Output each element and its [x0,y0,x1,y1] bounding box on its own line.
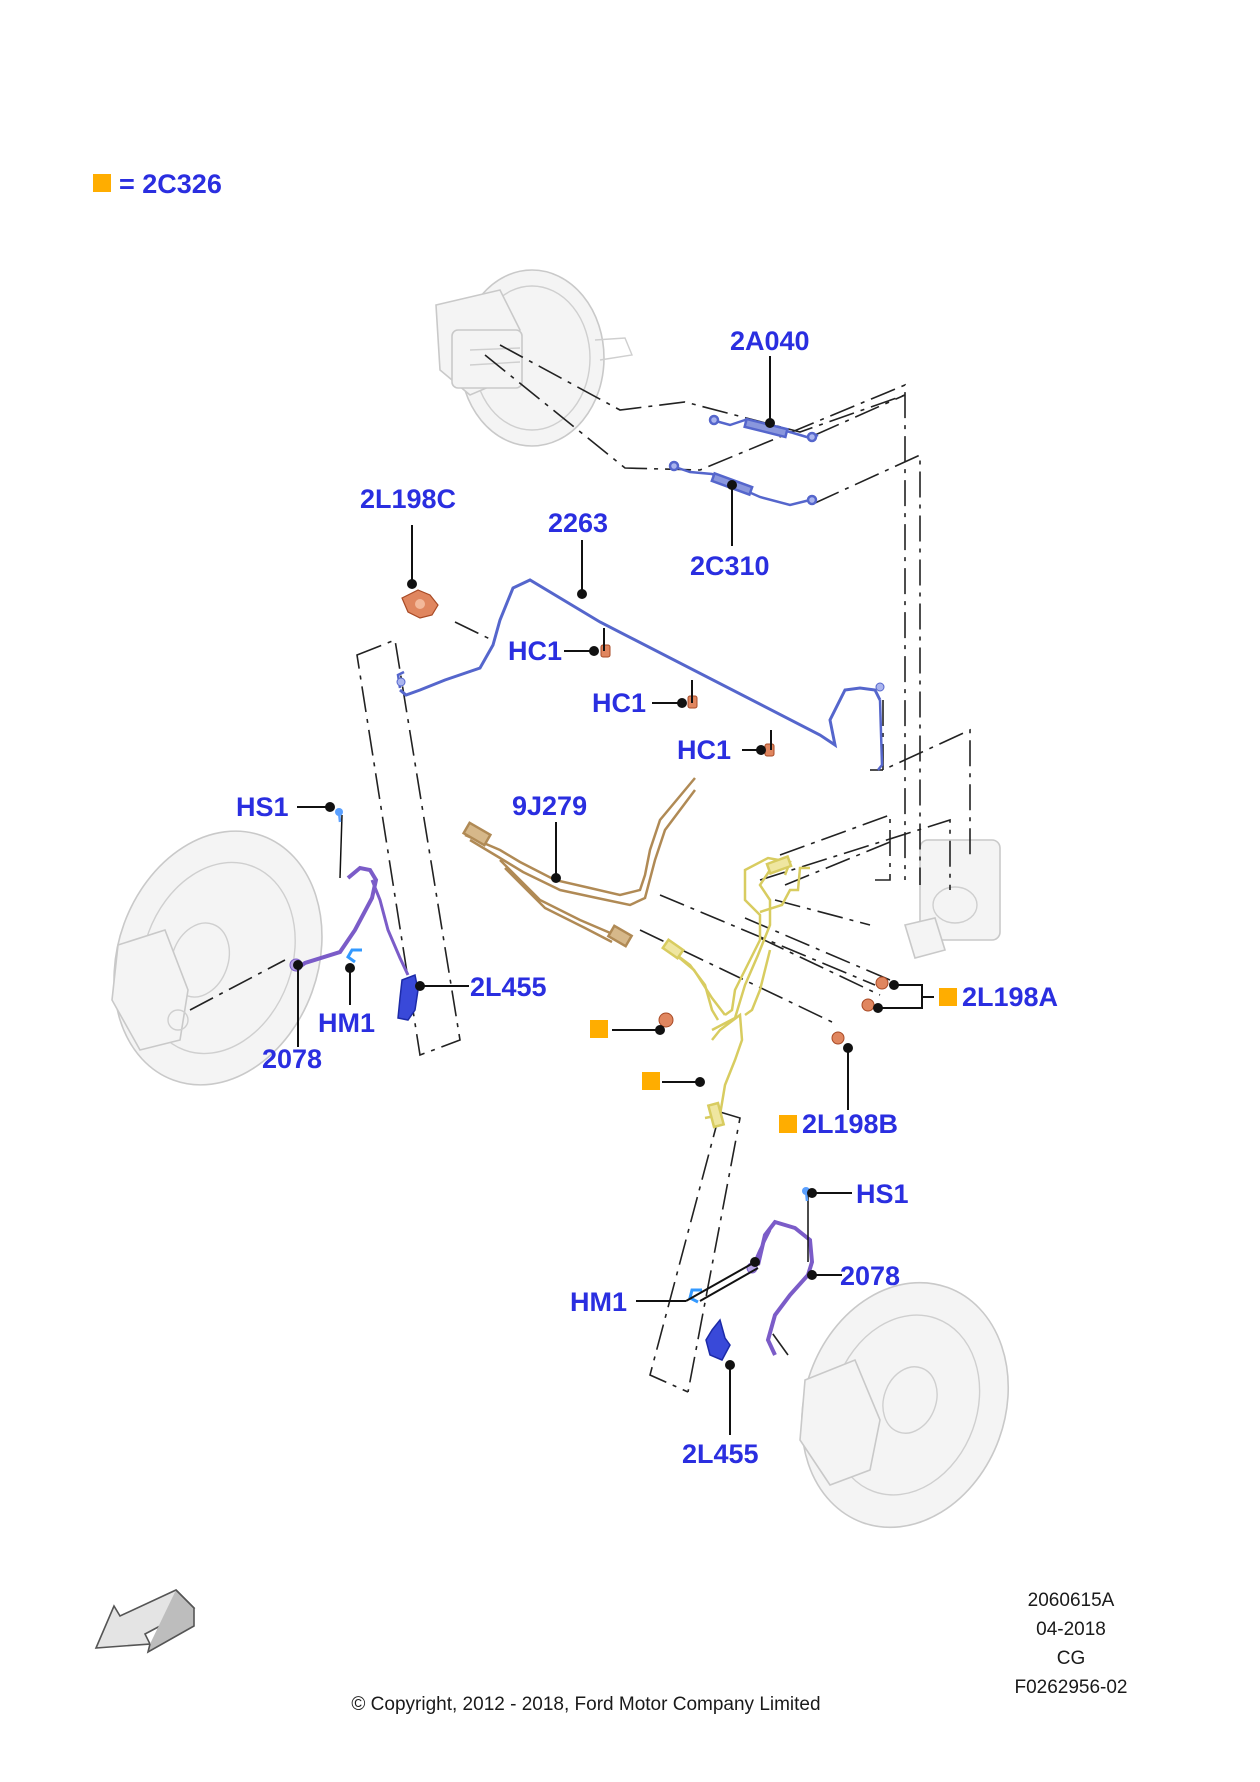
label-2L455: 2L455 [470,972,547,1002]
label-2263: 2263 [548,508,608,538]
dash-line [744,917,891,996]
dash-line [189,959,286,1011]
label-2L198A: 2L198A [962,982,1058,1012]
brake-booster-illustration [435,269,633,447]
brake-pipe-2263 [396,578,885,771]
front-left-wheel-illustration [111,830,323,1086]
label-HC1: HC1 [508,636,562,666]
fitting-2L198A [861,976,889,1012]
label-HC1: HC1 [677,735,731,765]
label-9J279: 9J279 [512,791,587,821]
front-left-bracket-2L455 [397,973,419,1021]
dash-line [882,700,971,860]
label-2A040: 2A040 [730,326,810,356]
front-left-clip-HM1 [346,948,362,964]
dash-line [814,453,921,885]
footer-date: 04-2018 [1036,1619,1106,1640]
label-2L455: 2L455 [682,1439,759,1469]
dash-line [687,1111,741,1393]
label-2C310: 2C310 [690,551,770,581]
dash-line [774,841,891,926]
rear-right-clip-HM1 [688,1288,702,1304]
fitting-2L198B [831,1031,845,1045]
label-HS1: HS1 [856,1179,909,1209]
label-2L198C: 2L198C [360,484,456,514]
label-HM1: HM1 [318,1008,375,1038]
dash-line [454,621,493,641]
label-HC1: HC1 [592,688,646,718]
legend-text: = 2C326 [119,169,222,199]
fitting-2C326 [658,1012,674,1028]
dash-line [499,344,906,433]
rear-right-brake-hose-2078 [746,1193,815,1356]
abs-module-illustration [903,839,1001,959]
front-direction-arrow-icon [94,1589,196,1654]
brake-pipe-2C310 [668,460,818,507]
dash-line [769,1329,789,1356]
footer-code1: 2060615A [1028,1590,1115,1611]
label-2078: 2078 [840,1261,900,1291]
dash-line [484,354,906,880]
label-2L198B: 2L198B [802,1109,898,1139]
leader-lines [293,356,934,1435]
footer-initials: CG [1057,1648,1086,1669]
brake-pipes-yellow [661,854,810,1129]
copyright: © Copyright, 2012 - 2018, Ford Motor Com… [351,1694,820,1715]
front-left-bleeder-HS1 [335,808,343,823]
fitting-2L198C [401,589,439,619]
label-HM1: HM1 [570,1287,627,1317]
rear-right-wheel-illustration [799,1281,1010,1529]
rear-right-bracket-2L455 [705,1318,731,1361]
dash-line [356,638,461,1057]
dash-line [649,1111,721,1393]
footer-code2: F0262956-02 [1014,1677,1127,1698]
legend-swatch [93,174,111,192]
dash-line [779,813,891,881]
label-HS1: HS1 [236,792,289,822]
label-2078: 2078 [262,1044,322,1074]
marker-2C326 [590,988,957,1133]
dash-line [814,394,906,436]
brake-pipe-9J279 [461,777,696,948]
dash-line [759,818,951,890]
